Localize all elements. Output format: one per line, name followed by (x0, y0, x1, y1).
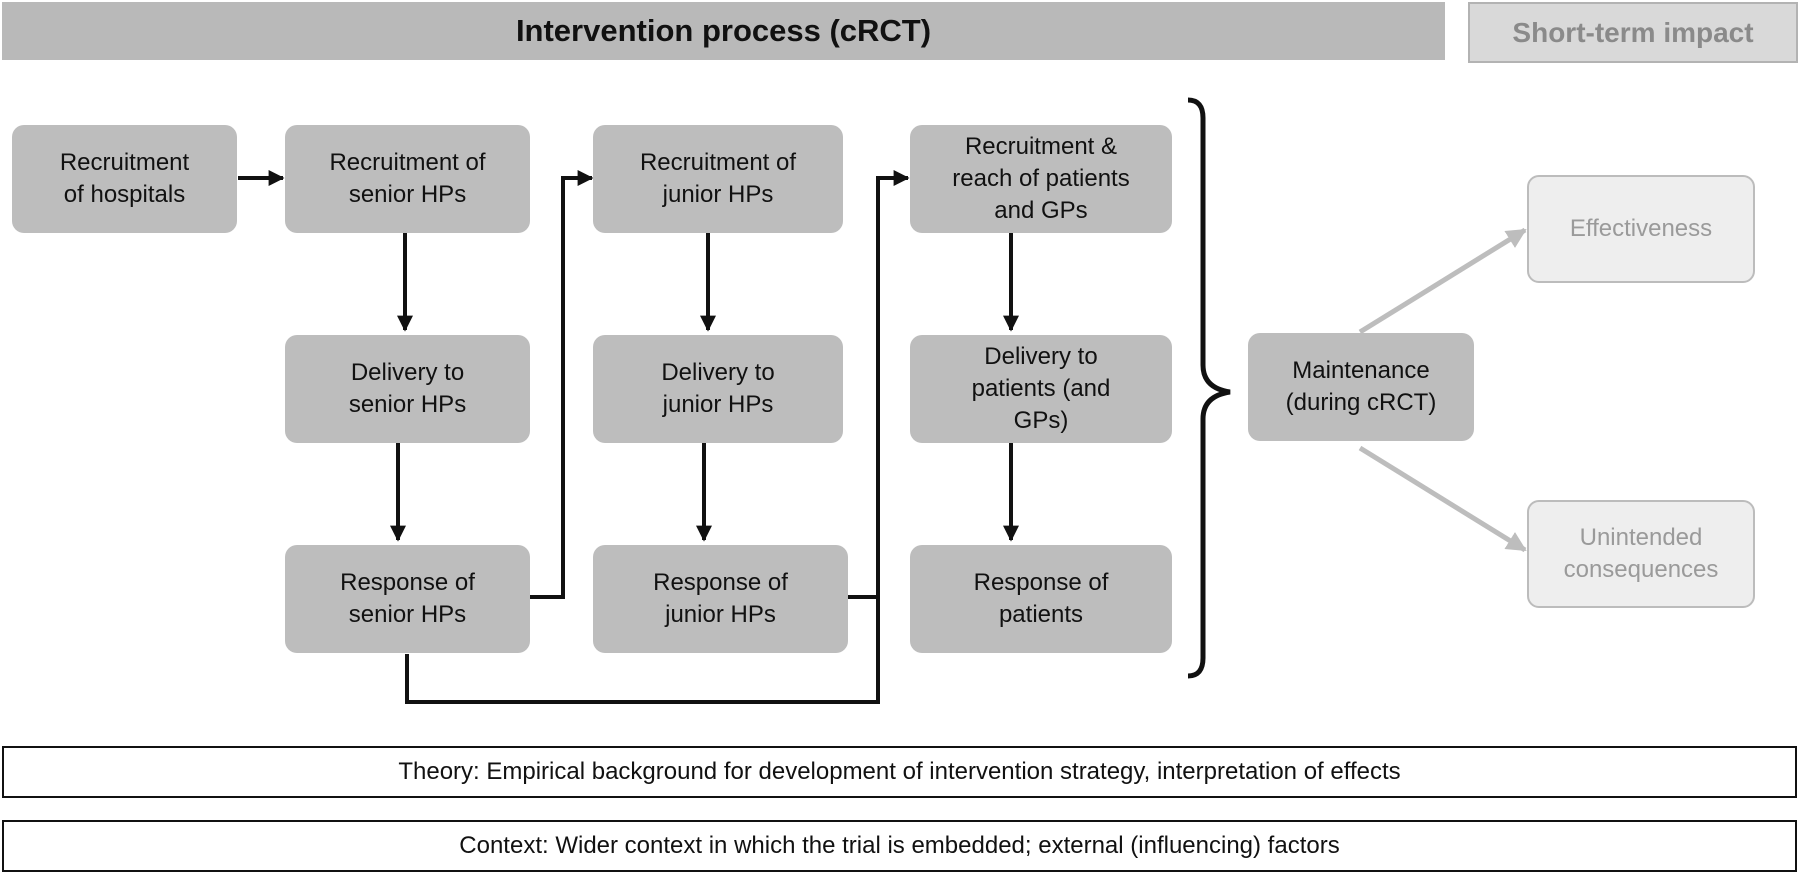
arrow-maintenance-to-effectiveness (1358, 227, 1527, 335)
curly-brace (1187, 97, 1231, 679)
arrow-senior-response-to-junior-recruit (530, 170, 594, 599)
node-effectiveness: Effectiveness (1527, 175, 1755, 283)
node-unintended-consequences: Unintended consequences (1527, 500, 1755, 608)
context-bar: Context: Wider context in which the tria… (2, 820, 1797, 872)
node-maintenance: Maintenance (during cRCT) (1248, 333, 1474, 441)
line-senior-response-to-patients (405, 597, 880, 704)
short-term-impact-header: Short-term impact (1468, 2, 1798, 63)
node-response-of-patients: Response of patients (910, 545, 1172, 653)
node-recruitment-of-hospitals: Recruitment of hospitals (12, 125, 237, 233)
node-response-of-senior-hps: Response of senior HPs (285, 545, 530, 653)
intervention-process-header: Intervention process (cRCT) (2, 2, 1445, 60)
node-response-of-junior-hps: Response of junior HPs (593, 545, 848, 653)
node-recruitment-of-junior-hps: Recruitment of junior HPs (593, 125, 843, 233)
node-delivery-to-junior-hps: Delivery to junior HPs (593, 335, 843, 443)
node-recruitment-reach-patients-gps: Recruitment & reach of patients and GPs (910, 125, 1172, 233)
node-recruitment-of-senior-hps: Recruitment of senior HPs (285, 125, 530, 233)
arrow-maintenance-to-unintended (1358, 445, 1527, 553)
node-delivery-to-senior-hps: Delivery to senior HPs (285, 335, 530, 443)
node-delivery-to-patients: Delivery to patients (and GPs) (910, 335, 1172, 443)
theory-bar: Theory: Empirical background for develop… (2, 746, 1797, 798)
arrow-junior-response-to-patient-recruit (848, 170, 910, 599)
